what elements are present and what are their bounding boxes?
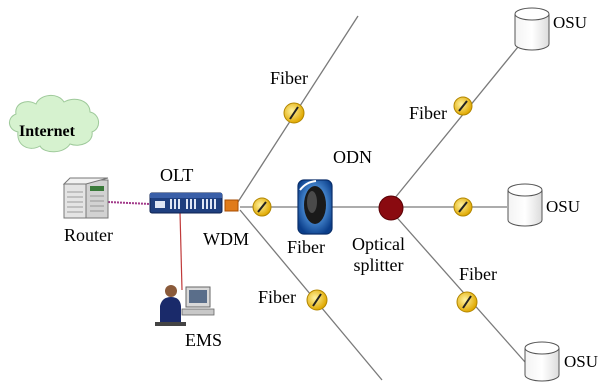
fiber-connector-icon bbox=[453, 197, 473, 217]
fiber-line-to-osu-bottom bbox=[391, 211, 526, 363]
osu-bottom-icon bbox=[524, 341, 560, 382]
olt-device-icon bbox=[149, 192, 223, 214]
ems-label: EMS bbox=[185, 330, 223, 350]
router-olt-link bbox=[107, 201, 151, 205]
wdm-coupler-icon bbox=[224, 199, 239, 212]
optical-splitter-label: Optical splitter bbox=[352, 234, 405, 275]
osu-top-icon bbox=[514, 7, 550, 51]
olt-ems-link bbox=[179, 211, 183, 291]
odn-label: ODN bbox=[333, 147, 372, 167]
osu-mid-icon bbox=[507, 183, 543, 227]
fiber-connector-icon bbox=[252, 197, 272, 217]
internet-cloud-icon bbox=[9, 95, 99, 153]
router-label: Router bbox=[64, 225, 113, 245]
fiber-spool-icon bbox=[297, 179, 333, 235]
fiber-label-top: Fiber bbox=[270, 68, 308, 88]
router-icon bbox=[62, 177, 109, 219]
fiber-links bbox=[235, 15, 526, 381]
ems-workstation-icon bbox=[155, 285, 215, 326]
wdm-label: WDM bbox=[203, 229, 249, 249]
fiber-label-spool: Fiber bbox=[287, 237, 325, 257]
fiber-label-upper-right: Fiber bbox=[409, 103, 447, 123]
osu-label-bottom: OSU bbox=[564, 352, 599, 371]
olt-label: OLT bbox=[160, 165, 194, 185]
fiber-line-to-osu-top bbox=[389, 41, 523, 205]
fiber-label-lower-right: Fiber bbox=[459, 264, 497, 284]
fiber-connector-icon bbox=[456, 291, 478, 313]
optical-splitter-icon bbox=[378, 195, 404, 221]
osu-label-top: OSU bbox=[553, 13, 588, 32]
osu-label-mid: OSU bbox=[546, 197, 581, 216]
internet-label: Internet bbox=[19, 123, 75, 140]
fiber-label-lower-left: Fiber bbox=[258, 287, 296, 307]
fiber-connector-icon bbox=[283, 102, 305, 124]
fiber-connector-icon bbox=[453, 96, 473, 116]
fiber-connector-icon bbox=[306, 289, 328, 311]
